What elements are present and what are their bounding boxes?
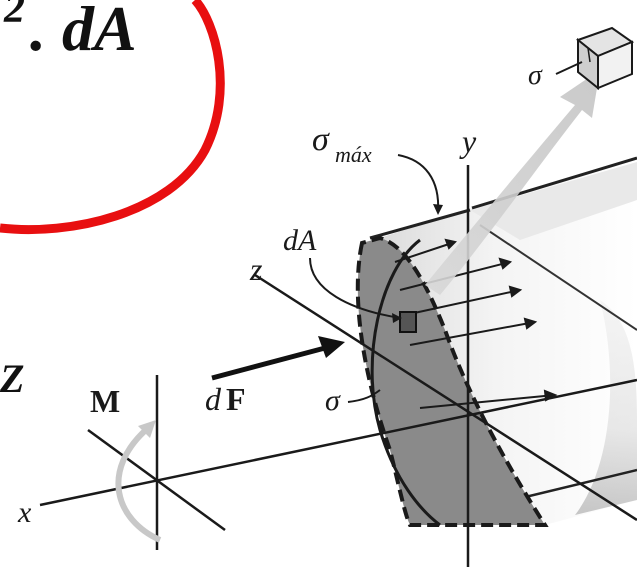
- moment-arrow: [115, 425, 162, 543]
- area-element: [399, 311, 417, 333]
- y-axis-label: y: [459, 123, 477, 159]
- sigma-mid-label: σ: [325, 384, 341, 417]
- equation-text: . dA: [30, 0, 137, 64]
- z-axis-line: [254, 273, 637, 522]
- sigma-max-label: σ: [312, 121, 330, 158]
- sigma-mid-leader: [347, 389, 381, 403]
- dF-arrow-shaft: [211, 345, 326, 381]
- moment-axis-diagonal: [87, 428, 226, 532]
- equation-superscript: 2: [3, 0, 25, 32]
- moment-label: M: [90, 383, 120, 419]
- dF-label-F: F: [226, 381, 246, 417]
- dA-label: dA: [283, 224, 317, 257]
- sigma-max-subscript: máx: [335, 142, 372, 167]
- dA-leader: [309, 257, 401, 319]
- curved-pointer-arrow: [425, 70, 600, 295]
- axes: [39, 165, 637, 567]
- stress-arrows: [394, 238, 558, 409]
- side-Z-label: Z: [0, 356, 24, 401]
- section-arc: [370, 238, 441, 527]
- sigma-top-label: σ: [528, 60, 543, 91]
- highlight-circle: [0, 0, 225, 235]
- stress-element-cube: [575, 26, 635, 91]
- sigma-max-leader: [397, 154, 440, 213]
- x-axis-line: [39, 378, 637, 507]
- beam-body: [369, 156, 637, 525]
- dF-arrowhead: [318, 336, 345, 358]
- sigma-top-arrow: [555, 61, 583, 75]
- x-axis-label: x: [17, 496, 32, 529]
- dF-label-d: d: [205, 381, 222, 417]
- cross-section: [355, 235, 549, 527]
- z-axis-label: z: [249, 251, 263, 287]
